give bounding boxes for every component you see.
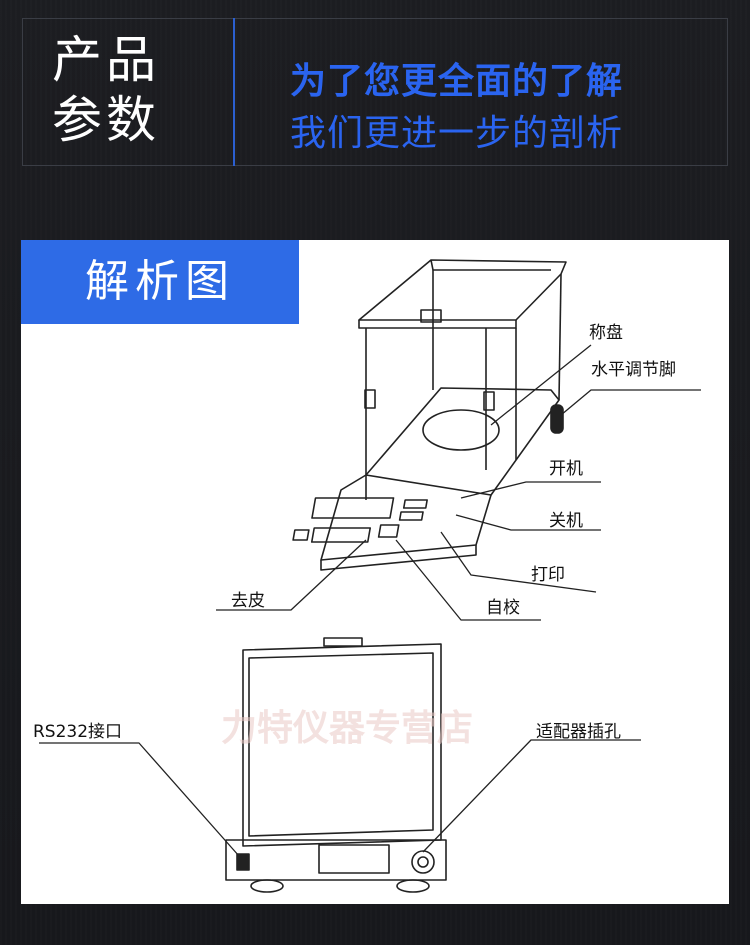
label-rs232: RS232接口 [33,722,122,742]
label-adapter-jack: 适配器插孔 [536,722,621,742]
balance-diagram: 力特仪器专营店 称盘 水平调节脚 开机 关机 打印 去皮 自校 RS232接口 … [33,259,701,893]
label-power-on: 开机 [549,459,583,479]
header-divider [233,18,235,166]
balance-illustration-top [292,259,567,571]
balance-illustration-rear [225,637,447,893]
title-line-2: 参数 [52,91,160,149]
label-tare: 去皮 [231,591,265,611]
label-power-off: 关机 [549,511,583,531]
leader-lines-top [216,344,701,621]
page-title: 产品 参数 [52,30,212,150]
label-calibrate: 自校 [486,598,520,618]
subtitle-line-2: 我们更进一步的剖析 [290,113,624,154]
subtitle-line-1: 为了您更全面的了解 [290,61,624,102]
label-print: 打印 [531,565,565,585]
label-leveling-foot: 水平调节脚 [591,360,676,380]
leader-lines-bottom [39,739,641,857]
watermark-text: 力特仪器专营店 [221,708,473,749]
header-frame [22,18,728,166]
label-weighing-pan: 称盘 [589,323,623,343]
title-line-1: 产品 [52,31,160,89]
diagram-panel [21,240,729,904]
section-label: 解析图 [21,240,299,324]
